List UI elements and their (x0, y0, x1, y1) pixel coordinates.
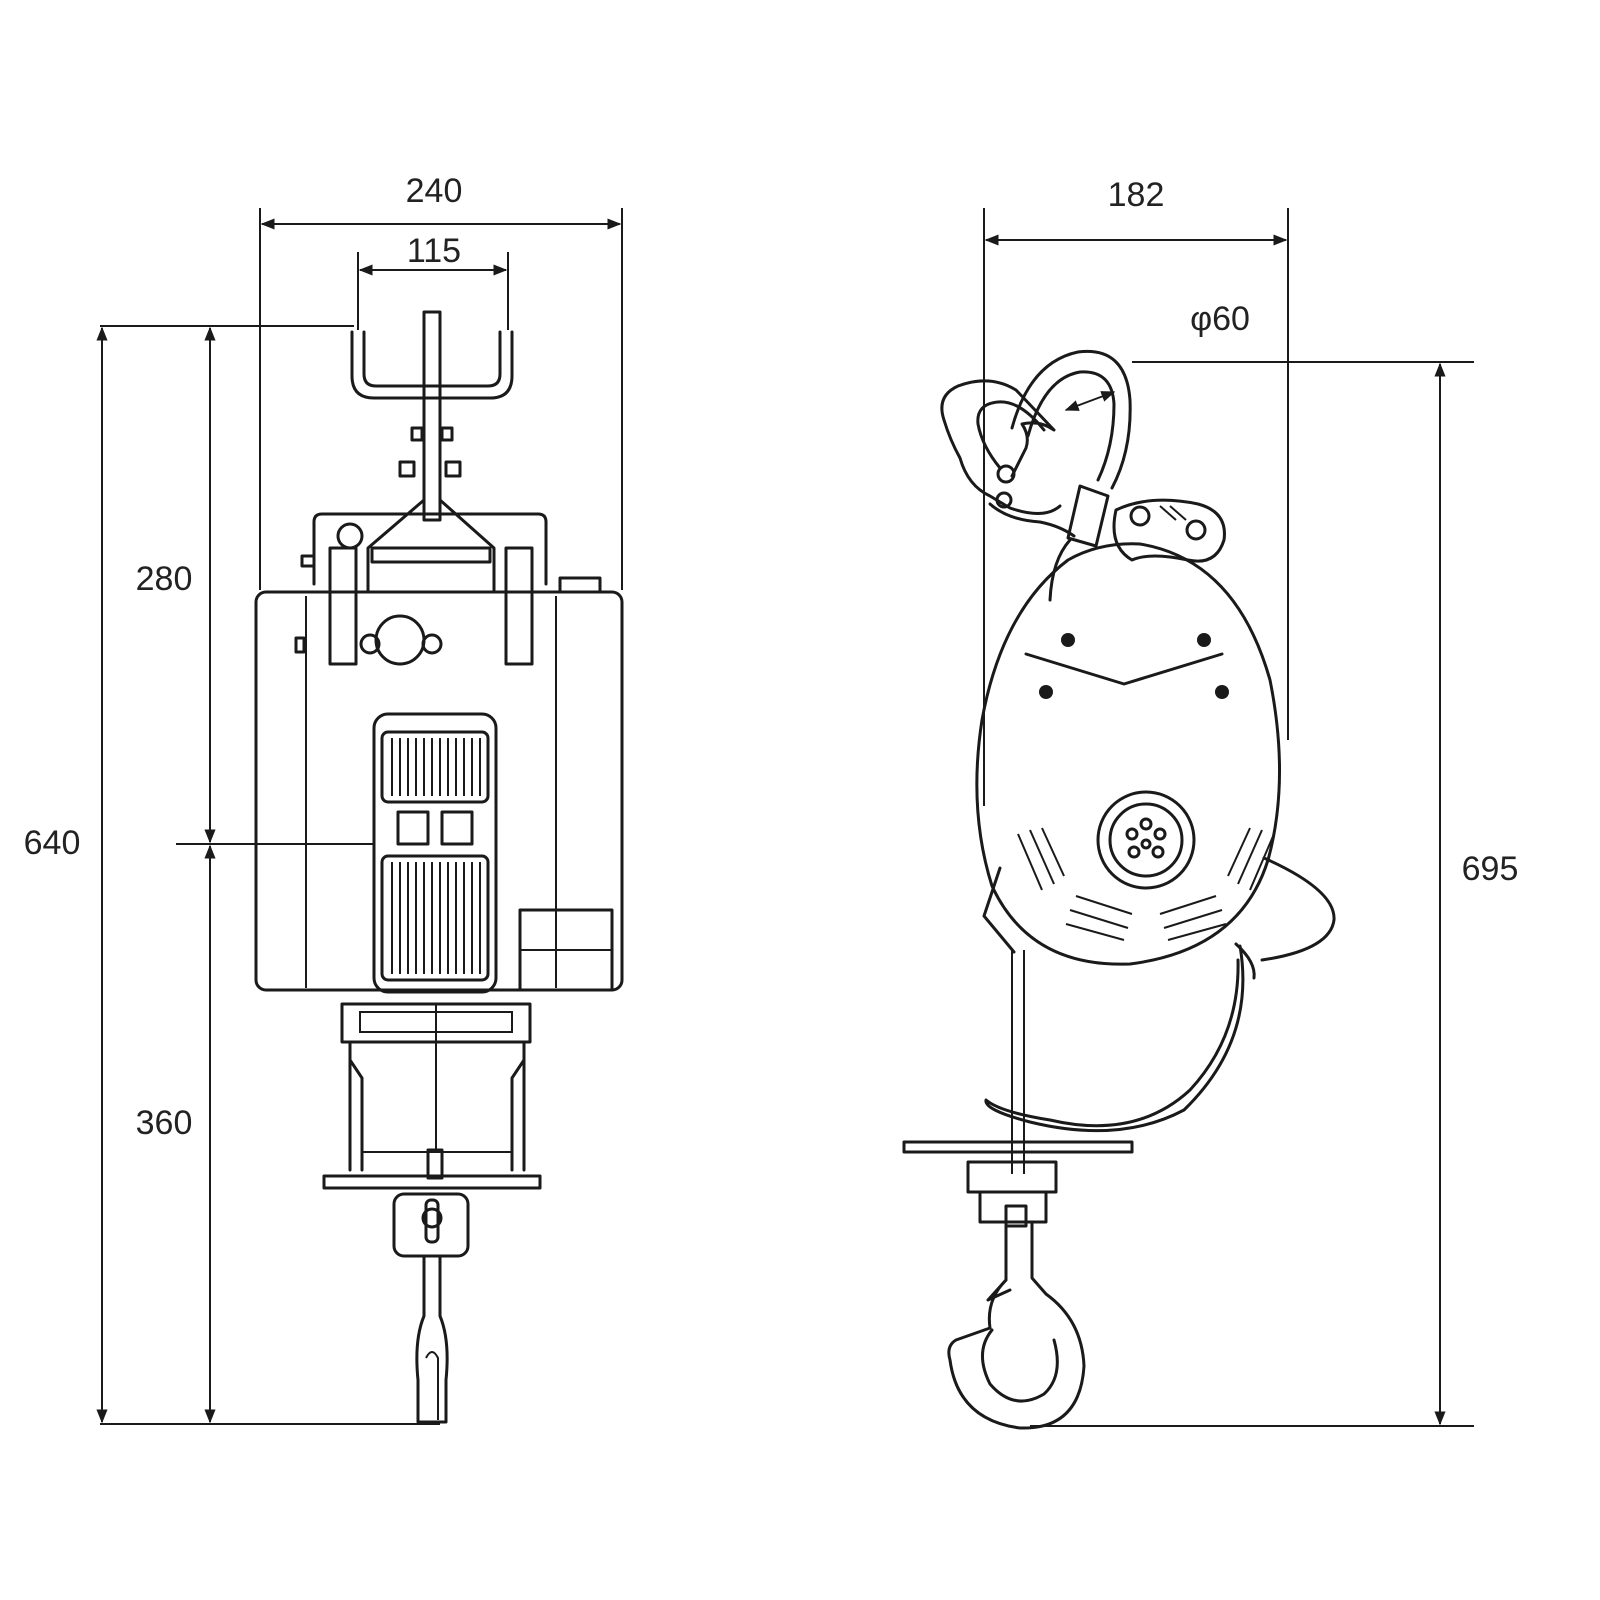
motor-frame (372, 712, 498, 994)
dim-lower-height: 360 (136, 1104, 193, 1142)
yoke (366, 498, 496, 594)
fan-hub (1096, 790, 1196, 890)
side-view (902, 349, 1336, 1430)
control-cable (984, 944, 1245, 1133)
dim-overall-width: 240 (406, 172, 463, 210)
dim-side-height: 695 (1462, 850, 1519, 888)
dim-overall-height: 640 (24, 824, 81, 862)
dim-upper-height: 280 (136, 560, 193, 598)
side-dimensions: 182 φ60 695 (983, 176, 1519, 1427)
snap-hook (940, 379, 1062, 515)
drum-knob (374, 614, 426, 666)
hanger-bar (422, 310, 442, 522)
top-ring (1010, 349, 1132, 490)
crane-hook (947, 1222, 1086, 1430)
front-view (254, 310, 624, 1424)
side-housing (975, 542, 1281, 966)
hook-block (392, 1192, 470, 1258)
front-dimensions: 240 115 640 280 360 (24, 172, 623, 1425)
dim-hook-spread: 115 (407, 232, 461, 270)
guide-plate (322, 1174, 542, 1190)
front-hook (415, 1254, 449, 1424)
motor-housing (254, 590, 624, 992)
vent-slots (1017, 827, 1275, 941)
dim-side-depth: 182 (1108, 176, 1165, 214)
dim-hook-diameter: φ60 (1190, 300, 1250, 338)
side-guide-plate (902, 1140, 1134, 1154)
motor-fins-top (391, 738, 481, 796)
motor-fins-bottom (391, 862, 481, 974)
top-suspension-hook (350, 330, 514, 400)
